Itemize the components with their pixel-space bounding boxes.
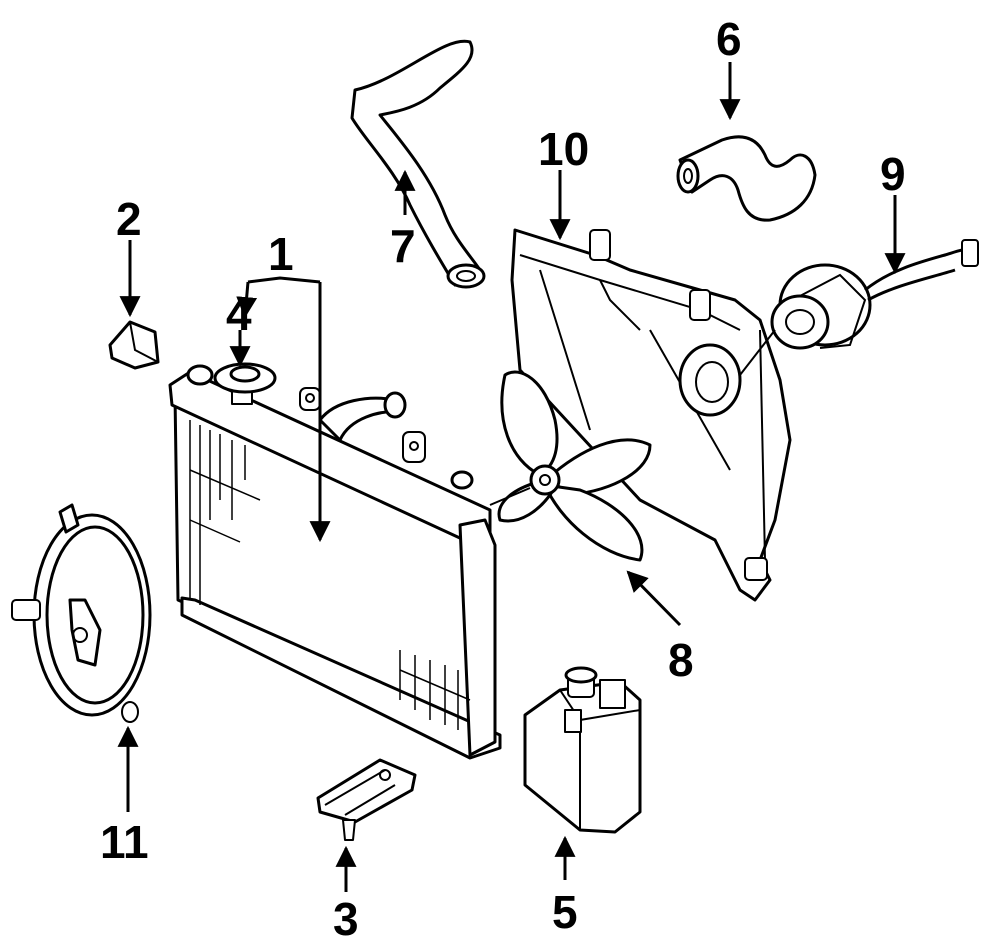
callout-2: 2 <box>116 193 142 245</box>
radiator <box>168 364 502 760</box>
callout-labels: 1 2 3 4 5 6 7 8 9 10 11 <box>100 13 906 945</box>
fan-shroud <box>510 228 792 602</box>
auxiliary-fan-motor <box>11 503 152 723</box>
callout-6: 6 <box>716 13 742 65</box>
callout-5: 5 <box>552 886 578 938</box>
upper-radiator-hose <box>350 39 486 289</box>
callout-3: 3 <box>333 893 359 945</box>
callout-1: 1 <box>268 228 294 280</box>
callout-7: 7 <box>390 220 416 272</box>
fan-motor <box>739 239 979 376</box>
fan-blade <box>489 370 652 562</box>
callout-9: 9 <box>880 148 906 200</box>
lower-radiator-hose <box>676 135 817 222</box>
lower-mount-bracket <box>316 758 417 841</box>
coolant-reservoir <box>523 666 642 834</box>
callout-8: 8 <box>668 634 694 686</box>
callout-4: 4 <box>226 288 252 340</box>
radiator-cap <box>213 362 277 394</box>
callout-11: 11 <box>100 816 149 868</box>
leader-lines <box>117 62 906 892</box>
callout-10: 10 <box>538 123 589 175</box>
upper-mount-bracket <box>108 320 160 370</box>
